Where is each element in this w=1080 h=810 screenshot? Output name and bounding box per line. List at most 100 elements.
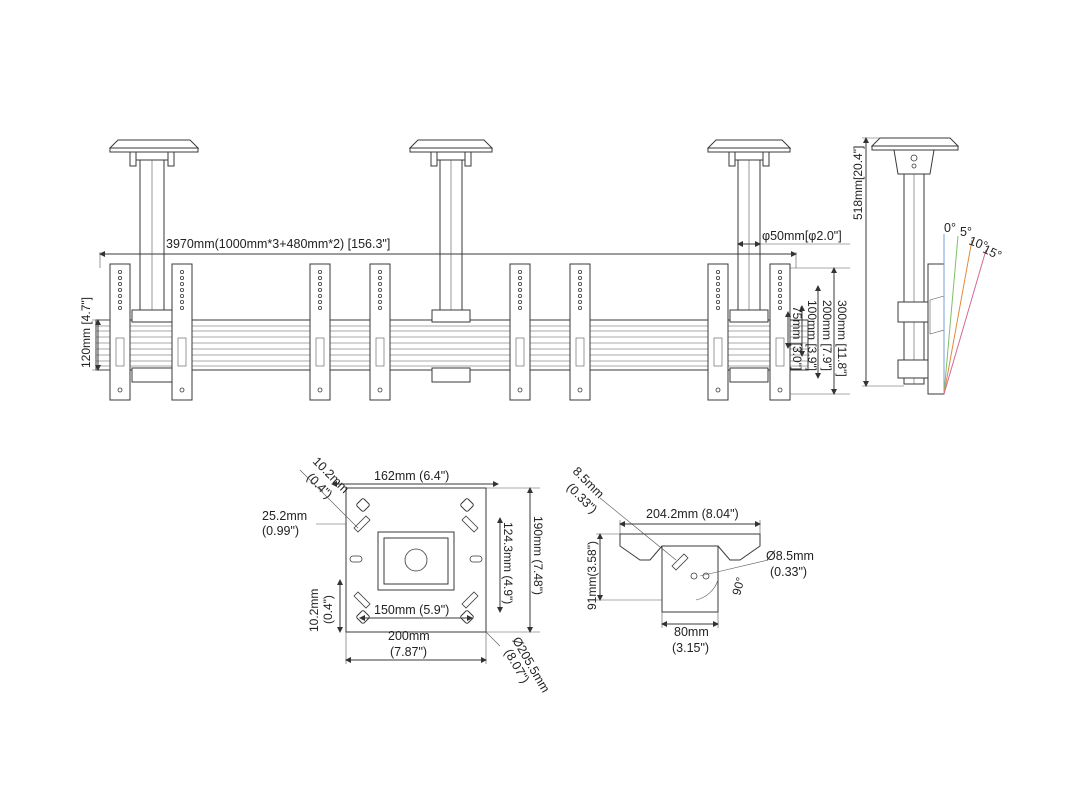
rail-height-label: 120mm [4.7"] — [79, 297, 93, 368]
bracket-hole — [578, 299, 583, 304]
bracket-hole — [578, 293, 583, 298]
bracket-hole — [778, 281, 783, 286]
bracket-hole — [778, 275, 783, 280]
bracket-hole — [179, 299, 184, 304]
bracket-hole — [778, 293, 783, 298]
bracket-height-dimension: 91mm(3.58") — [585, 533, 662, 610]
bracket-hole — [377, 275, 382, 280]
plate-height-dimension: 190mm (7.48") — [486, 487, 545, 633]
bracket-hole — [118, 305, 123, 310]
vesa-200-label: 200mm [7.9"] — [820, 300, 834, 371]
bracket-hole — [777, 387, 783, 393]
bracket-hole — [518, 269, 523, 274]
tilt-5-label: 5° — [960, 225, 972, 239]
screen-brackets — [109, 263, 791, 401]
bracket-holes — [117, 269, 783, 393]
bracket-hole — [179, 387, 185, 393]
pole-diameter-dimension: φ50mm[φ2.0"] — [737, 229, 850, 247]
tilt-line-15 — [943, 249, 987, 395]
bracket-hole — [716, 275, 721, 280]
bracket-hole — [317, 305, 322, 310]
bracket-hole — [578, 269, 583, 274]
bracket-hole — [578, 305, 583, 310]
slot-offset-mm-label: 25.2mm — [262, 509, 307, 523]
bracket-hole — [117, 387, 123, 393]
bracket-hole — [518, 293, 523, 298]
bracket-hole — [778, 287, 783, 292]
tilt-10-label: 10° — [967, 234, 990, 254]
bracket-hole — [377, 287, 382, 292]
bracket-base-dimension: 80mm (3.15") — [661, 612, 719, 655]
ceiling-plate-view: 162mm (6.4") 10.2mm (0.4") 25.2mm (0.99"… — [262, 454, 552, 695]
bracket-hole — [578, 281, 583, 286]
bracket-hole — [518, 281, 523, 286]
hole-spacing-dimension: 150mm (5.9") — [359, 603, 473, 621]
ceiling-mount-right — [706, 139, 792, 311]
bracket-hole — [179, 305, 184, 310]
bracket-hole — [377, 387, 383, 393]
bracket-hole-mm-label: Ø8.5mm — [766, 549, 814, 563]
tilt-lines — [943, 234, 987, 395]
rail-height-dimension: 120mm [4.7"] — [79, 297, 110, 371]
bracket-7 — [707, 263, 729, 401]
bracket-hole — [179, 293, 184, 298]
lower-slot-mm-label: 10.2mm — [307, 589, 321, 632]
bracket-hole — [317, 269, 322, 274]
bracket-hole — [179, 281, 184, 286]
bracket-hole — [716, 287, 721, 292]
bracket-base-in-label: (3.15") — [672, 641, 709, 655]
bracket-hole — [317, 299, 322, 304]
bracket-hole — [518, 299, 523, 304]
plate-diagonal-dimension: Ø205.5mm (8.07") — [485, 631, 552, 695]
plate-width-dimension: 200mm (7.87") — [345, 629, 487, 664]
bracket-hole — [179, 287, 184, 292]
bracket-hole — [518, 287, 523, 292]
plate-width-mm-label: 200mm — [388, 629, 430, 643]
bracket-width-dimension: 204.2mm (8.04") — [619, 507, 761, 534]
bracket-hole — [778, 299, 783, 304]
slot-offset-in-label: (0.99") — [262, 524, 299, 538]
bracket-hole-dimension: Ø8.5mm (0.33") — [699, 549, 814, 579]
lower-slot-in-label: (0.4") — [321, 595, 335, 624]
bracket-hole — [517, 387, 523, 393]
bracket-hole — [179, 275, 184, 280]
bracket-hole — [578, 287, 583, 292]
bracket-hole — [317, 387, 323, 393]
bracket-1 — [109, 263, 131, 401]
bracket-hole — [518, 305, 523, 310]
tilt-15-label: 15° — [981, 242, 1004, 263]
pole-diameter-label: φ50mm[φ2.0"] — [762, 229, 842, 243]
bracket-hole — [377, 299, 382, 304]
plate-height-label: 190mm (7.48") — [531, 516, 545, 595]
total-width-dimension: 3970mm(1000mm*3+480mm*2) [156.3"] — [99, 237, 797, 268]
side-view: 0° 5° 10° 15° 518mm[20.4"] — [851, 137, 1004, 395]
total-width-label: 3970mm(1000mm*3+480mm*2) [156.3"] — [166, 237, 390, 251]
bracket-6 — [569, 263, 591, 401]
bracket-hole — [715, 387, 721, 393]
vesa-300-label: 300mm [11.8"] — [835, 300, 849, 377]
bracket-width-label: 204.2mm (8.04") — [646, 507, 739, 521]
bracket-hole — [118, 287, 123, 292]
plate-width-in-label: (7.87") — [390, 645, 427, 659]
bracket-3 — [309, 263, 331, 401]
bracket-hole — [317, 287, 322, 292]
hole-spacing-label: 150mm (5.9") — [374, 603, 449, 617]
bracket-hole — [118, 281, 123, 286]
bracket-hole — [118, 269, 123, 274]
front-view: 3970mm(1000mm*3+480mm*2) [156.3"] φ50mm[… — [79, 139, 850, 401]
bracket-angle-label: 90° — [729, 575, 747, 596]
bracket-hole — [377, 281, 382, 286]
bracket-hole — [716, 299, 721, 304]
plate-top-width-label: 162mm (6.4") — [374, 469, 449, 483]
plate-inner-height-dimension: 124.3mm (4.9") — [497, 517, 515, 613]
horizontal-rails — [95, 319, 809, 371]
bracket-hole — [179, 269, 184, 274]
plate-top-width-dimension: 162mm (6.4") — [331, 469, 499, 487]
bracket-hole — [716, 293, 721, 298]
bracket-hole — [716, 269, 721, 274]
vesa-dimensions: 300mm [11.8"] 200mm [7.9"] 100mm [3.9"] … — [785, 267, 850, 395]
bracket-height-label: 91mm(3.58") — [585, 541, 599, 610]
side-height-label: 518mm[20.4"] — [851, 146, 865, 220]
bracket-hole — [377, 269, 382, 274]
